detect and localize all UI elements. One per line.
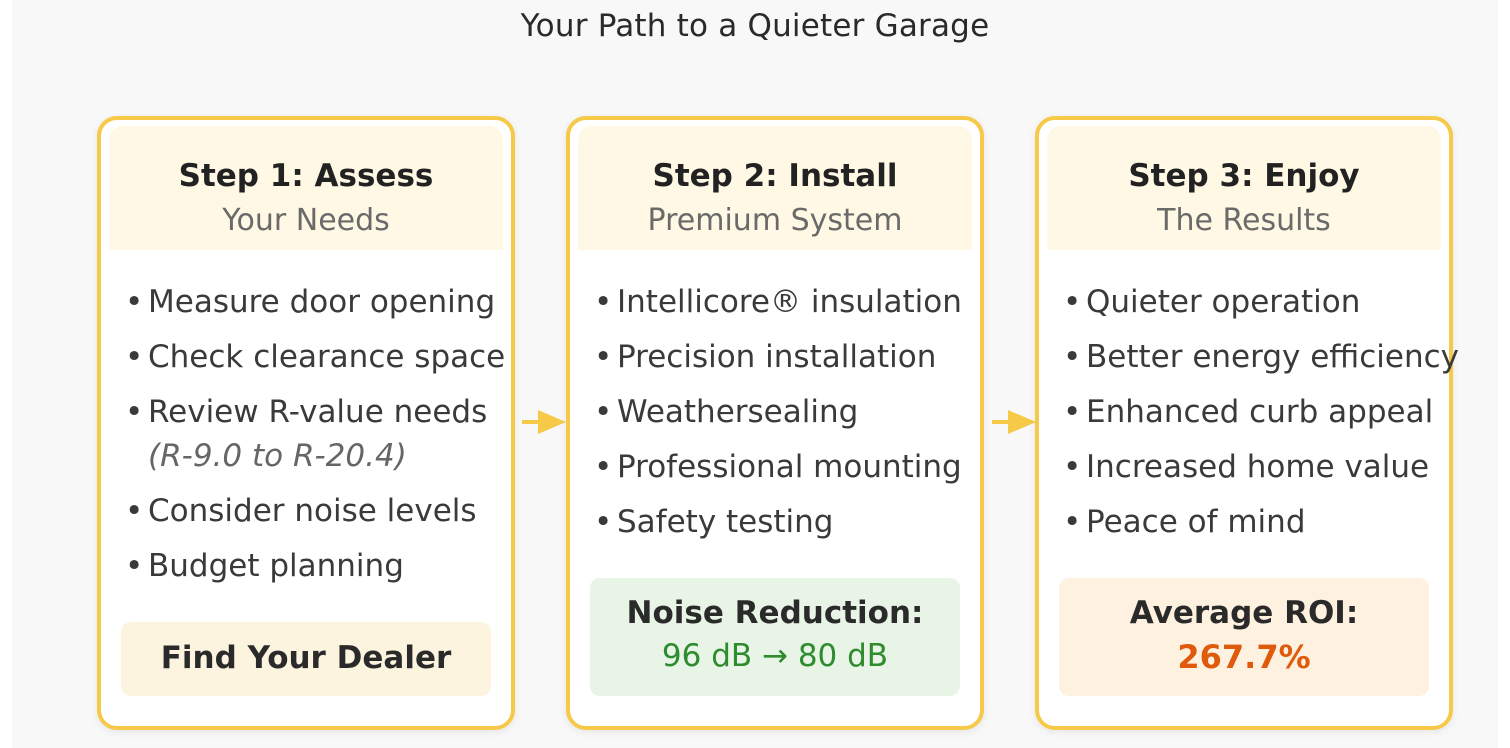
step-1-card: Step 1: Assess Your Needs •Measure door … [97, 116, 515, 730]
list-item-label: Enhanced curb appeal [1086, 394, 1434, 430]
bullet-icon: • [1063, 394, 1082, 430]
list-item-label: Measure door opening [148, 284, 496, 320]
list-item: •Quieter operation [1063, 284, 1449, 320]
bullet-icon: • [594, 339, 613, 375]
average-roi-value: 267.7% [1177, 638, 1311, 676]
list-item-label: Budget planning [148, 548, 404, 584]
noise-reduction-value: 96 dB → 80 dB [661, 638, 889, 674]
list-item-label: Review R-value needs [148, 394, 488, 430]
list-item: •Check clearance space [125, 339, 511, 375]
list-item-label: Peace of mind [1086, 504, 1306, 540]
bullet-icon: • [1063, 504, 1082, 540]
noise-reduction-box: Noise Reduction: 96 dB → 80 dB [590, 578, 960, 696]
list-item: •Safety testing [594, 504, 980, 540]
find-dealer-button[interactable]: Find Your Dealer [121, 622, 491, 696]
bullet-icon: • [594, 504, 613, 540]
r-value-range-note: (R-9.0 to R-20.4) [148, 438, 407, 474]
arrow-shaft [522, 420, 544, 424]
list-item: •Consider noise levels [125, 493, 511, 529]
step-1-header: Step 1: Assess Your Needs [109, 126, 503, 250]
list-item-label: Quieter operation [1086, 284, 1361, 320]
noise-reduction-label: Noise Reduction: [626, 595, 924, 631]
find-dealer-label: Find Your Dealer [160, 640, 452, 676]
bullet-icon: • [1063, 284, 1082, 320]
bullet-icon: • [1063, 449, 1082, 485]
bullet-icon: • [125, 339, 144, 375]
bullet-icon: • [125, 394, 144, 430]
step-1-subtitle: Your Needs [222, 203, 390, 238]
list-item-label: Precision installation [617, 339, 937, 375]
list-item-label: Better energy efficiency [1086, 339, 1459, 375]
list-item-label: Weathersealing [617, 394, 859, 430]
arrow-shaft [992, 420, 1014, 424]
list-item: •Measure door opening [125, 284, 511, 320]
list-item: •Better energy efficiency [1063, 339, 1459, 375]
bullet-icon: • [125, 284, 144, 320]
step-2-header: Step 2: Install Premium System [578, 126, 972, 250]
step-1-item-list: •Measure door opening •Check clearance s… [125, 284, 511, 603]
bullet-icon: • [1063, 339, 1082, 375]
step-3-subtitle: The Results [1157, 203, 1331, 238]
average-roi-box: Average ROI: 267.7% [1059, 578, 1429, 696]
list-item: •Review R-value needs (R-9.0 to R-20.4) [125, 394, 511, 474]
list-item: •Precision installation [594, 339, 980, 375]
bullet-icon: • [594, 449, 613, 485]
step-3-title: Step 3: Enjoy [1128, 158, 1360, 194]
list-item-label: Check clearance space [148, 339, 506, 375]
average-roi-label: Average ROI: [1129, 595, 1359, 631]
step-2-item-list: •Intellicore® insulation •Precision inst… [594, 284, 980, 559]
list-item: •Weathersealing [594, 394, 980, 430]
list-item: •Intellicore® insulation [594, 284, 980, 320]
arrow-right-icon [992, 410, 1036, 434]
bullet-icon: • [594, 284, 613, 320]
bullet-icon: • [125, 548, 144, 584]
bullet-icon: • [125, 493, 144, 529]
step-3-header: Step 3: Enjoy The Results [1047, 126, 1441, 250]
list-item-label: Consider noise levels [148, 493, 477, 529]
step-3-item-list: •Quieter operation •Better energy effici… [1063, 284, 1459, 559]
list-item: •Peace of mind [1063, 504, 1449, 540]
list-item: •Professional mounting [594, 449, 980, 485]
step-2-subtitle: Premium System [647, 203, 903, 238]
bullet-icon: • [594, 394, 613, 430]
arrow-right-icon [522, 410, 566, 434]
list-item-label: Intellicore® insulation [617, 284, 962, 320]
list-item-label: Safety testing [617, 504, 834, 540]
list-item: •Enhanced curb appeal [1063, 394, 1449, 430]
list-item-label: Increased home value [1086, 449, 1430, 485]
list-item-label: Professional mounting [617, 449, 962, 485]
step-1-title: Step 1: Assess [178, 158, 434, 194]
page-title: Your Path to a Quieter Garage [520, 8, 990, 44]
arrow-head [538, 410, 566, 434]
arrow-head [1008, 410, 1036, 434]
list-item: •Budget planning [125, 548, 511, 584]
step-2-card: Step 2: Install Premium System •Intellic… [566, 116, 984, 730]
step-2-title: Step 2: Install [652, 158, 898, 194]
step-3-card: Step 3: Enjoy The Results •Quieter opera… [1035, 116, 1459, 730]
list-item: •Increased home value [1063, 449, 1449, 485]
